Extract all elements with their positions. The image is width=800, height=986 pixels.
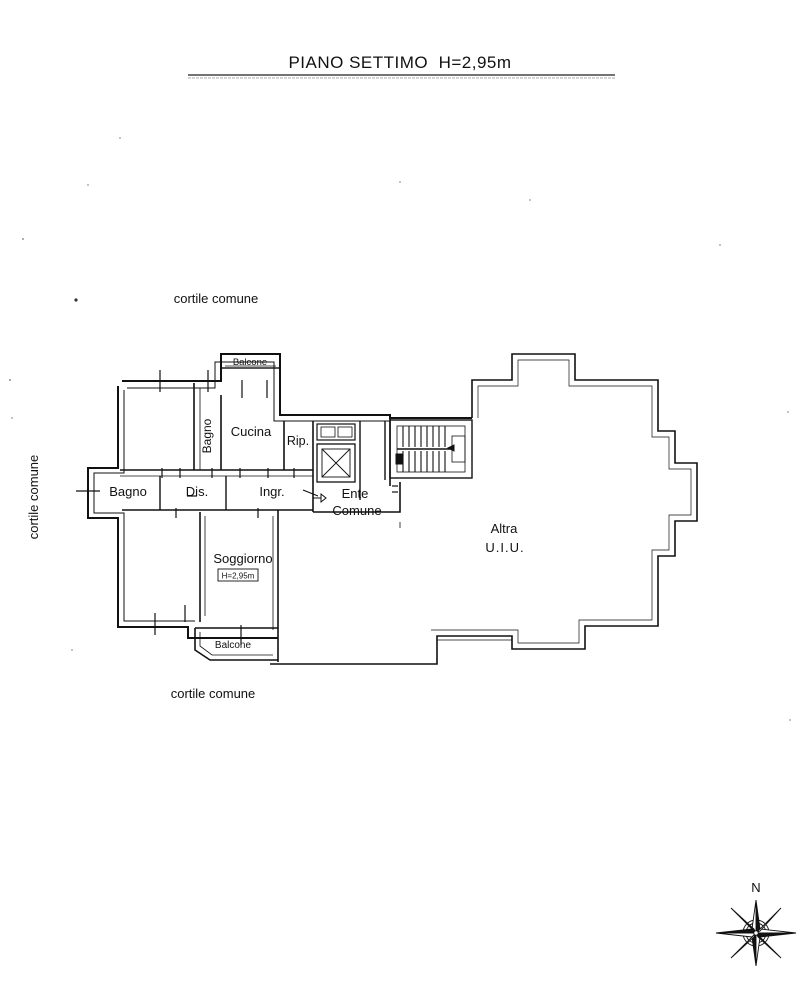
lift-shafts — [316, 423, 356, 483]
openings — [76, 370, 398, 645]
height-tag-box — [217, 568, 259, 582]
staircase — [389, 419, 473, 479]
room-ente-line1: Ente — [342, 486, 369, 501]
room-cucina: Cucina — [231, 424, 272, 439]
entry-marker — [313, 492, 327, 504]
scan-specks — [9, 137, 791, 721]
room-bagno: Bagno — [109, 484, 147, 499]
other-unit-outline — [270, 353, 698, 665]
room-altra-line2: U.I.U. — [485, 540, 524, 555]
room-soggiorno: Soggiorno — [213, 551, 272, 566]
room-bagno-vertical: Bagno — [200, 418, 214, 453]
room-ripostiglio: Rip. — [287, 434, 309, 448]
room-ente-line2: Comune — [332, 503, 381, 518]
height-tag: H=2,95m — [222, 572, 255, 581]
courtyard-label-bottom: cortile comune — [171, 686, 256, 701]
room-balcone-bottom: Balcone — [215, 640, 252, 651]
walls — [87, 353, 472, 662]
plan-title: PIANO SETTIMO H=2,95m — [288, 53, 511, 72]
room-disimpegno: Dis. — [186, 484, 208, 499]
compass-rose — [715, 899, 797, 967]
room-ingresso: Ingr. — [259, 484, 284, 499]
courtyard-label-left: cortile comune — [26, 455, 41, 540]
room-balcone-top: Balcone — [233, 357, 267, 368]
room-altra-line1: Altra — [491, 521, 519, 536]
compass-north-label: N — [751, 880, 760, 895]
courtyard-label-top: cortile comune — [174, 291, 259, 306]
